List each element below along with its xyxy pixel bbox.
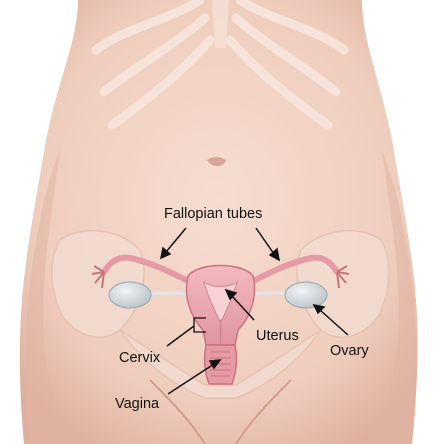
groin-line-left [149, 379, 206, 444]
cervix-bracket [193, 317, 206, 333]
fimbriae-right [336, 265, 350, 289]
ovary-right [284, 281, 328, 309]
ovary-left [108, 281, 152, 309]
sternum [212, 0, 229, 48]
pointer-lines [159, 227, 349, 395]
ribcage [91, 0, 349, 130]
torso-shadow-right [362, 150, 417, 444]
label-cervix: Cervix [119, 350, 161, 366]
fallopian-tube-right [248, 254, 340, 285]
label-uterus: Uterus [256, 328, 299, 344]
fallopian-tube-left [101, 254, 193, 285]
label-vagina: Vagina [115, 396, 160, 412]
fimbriae-left [91, 265, 105, 289]
navel [207, 157, 226, 167]
vaginal-rugae [210, 351, 231, 377]
label-fallopian-tubes: Fallopian tubes [164, 206, 262, 222]
torso-shadow-left [25, 150, 80, 444]
label-ovary: Ovary [330, 343, 369, 359]
groin-line-right [235, 379, 292, 444]
